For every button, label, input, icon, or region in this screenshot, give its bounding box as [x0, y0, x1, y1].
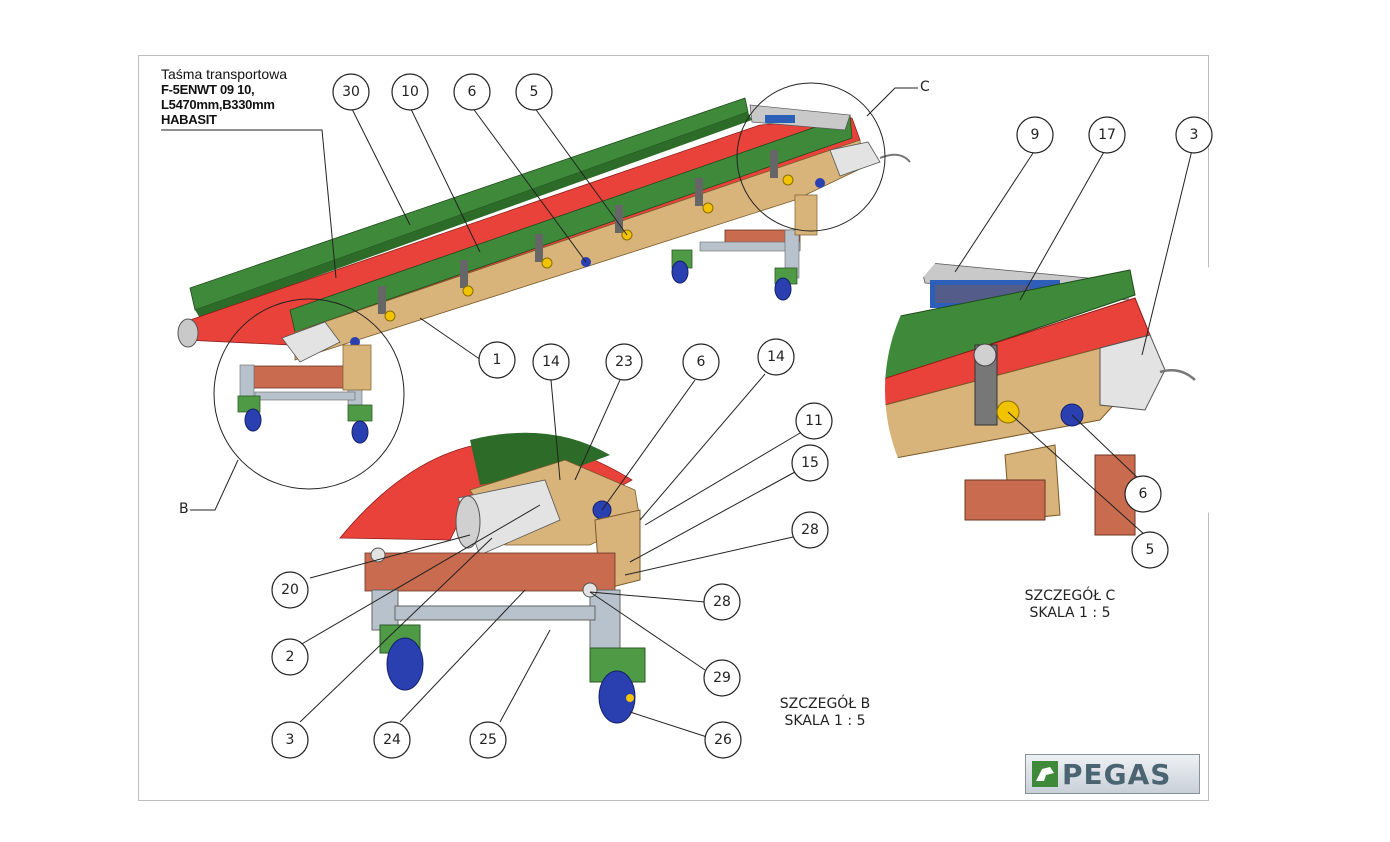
belt-note-title: Taśma transportowa	[161, 66, 288, 82]
balloon-label-detail_c-6: 6	[1139, 486, 1148, 502]
balloon-label-detail_b-26: 26	[714, 732, 732, 748]
detail-b-tag: B	[179, 501, 189, 517]
guide-clamps	[350, 150, 825, 347]
balloon-detail_c-3	[1175, 116, 1213, 154]
balloon-detail_c-17	[1088, 116, 1126, 154]
balloon-detail_b-3	[271, 721, 309, 759]
balloon-detail_b-23	[605, 343, 643, 381]
balloon-detail_b-26	[704, 721, 742, 759]
balloon-detail_b-24	[373, 721, 411, 759]
balloon-main-6	[453, 73, 491, 111]
balloon-detail_b-25	[469, 721, 507, 759]
balloon-label-detail_b-28: 28	[713, 594, 731, 610]
balloon-detail_c-6	[1124, 475, 1162, 513]
detail-b-circle	[213, 298, 405, 490]
belt-note-code: F-5ENWT 09 10,	[161, 82, 255, 97]
balloon-detail_b-11	[795, 402, 833, 440]
balloon-label-detail_b-11: 11	[805, 413, 823, 429]
balloon-main-5	[515, 73, 553, 111]
detail-c-circle	[736, 82, 886, 232]
detail-c-view	[885, 205, 1255, 575]
balloon-label-detail_b-2: 2	[286, 649, 295, 665]
balloon-detail_b-28	[703, 583, 741, 621]
balloon-label-main-6: 6	[468, 84, 477, 100]
balloon-main-1	[478, 341, 516, 379]
balloon-detail_b-2	[271, 638, 309, 676]
balloon-label-detail_c-3: 3	[1190, 127, 1199, 143]
front-leg-frame	[237, 194, 818, 444]
balloon-label-detail_b-15: 15	[801, 455, 819, 471]
detail-b-scale: SKALA 1 : 5	[784, 713, 866, 729]
balloon-label-detail_b-3: 3	[286, 732, 295, 748]
rear-leg-frame	[671, 229, 801, 301]
balloon-label-detail_b-20: 20	[281, 582, 299, 598]
balloon-label-detail_c-17: 17	[1098, 127, 1116, 143]
belt-note-dimensions: L5470mm,B330mm	[161, 97, 275, 112]
balloon-label-main-5: 5	[530, 84, 539, 100]
part-balloons: 30 10 6 5 1 14 23 6 14 11 15 28 28 29 26 25 24 3 2 20 9 17 3 6 5	[271, 73, 1213, 759]
balloon-label-detail_b-24: 24	[383, 732, 401, 748]
pegas-logo-icon	[1032, 761, 1058, 787]
balloon-main-10	[391, 73, 429, 111]
balloon-label-detail_c-5: 5	[1146, 542, 1155, 558]
leader-lines	[299, 106, 1193, 738]
balloon-detail_b-14	[532, 343, 570, 381]
balloon-detail_b-6	[682, 343, 720, 381]
balloon-label-detail_b-29: 29	[713, 670, 731, 686]
balloon-detail_b-15	[791, 444, 829, 482]
balloon-label-detail_b-14: 14	[767, 349, 785, 365]
balloon-label-detail_b-25: 25	[479, 732, 497, 748]
detail-c-tag: C	[920, 79, 930, 95]
pegas-logo-text: PEGAS	[1062, 758, 1172, 791]
balloon-detail_b-20	[271, 571, 309, 609]
main-conveyor-view	[161, 82, 918, 511]
detail-c-title: SZCZEGÓŁ C	[1024, 588, 1116, 604]
balloon-label-detail_b-6: 6	[697, 354, 706, 370]
balloon-label-detail_c-9: 9	[1031, 127, 1040, 143]
balloon-detail_c-5	[1131, 531, 1169, 569]
detail-c-caption: SZCZEGÓŁ C SKALA 1 : 5	[1013, 588, 1127, 622]
balloon-label-main-10: 10	[401, 84, 419, 100]
detail-b-caption: SZCZEGÓŁ B SKALA 1 : 5	[770, 696, 880, 730]
balloon-label-main-1: 1	[493, 352, 502, 368]
detail-b-view	[339, 432, 646, 724]
balloon-detail_c-9	[1016, 116, 1054, 154]
balloon-label-detail_b-28: 28	[801, 522, 819, 538]
balloon-label-detail_b-23: 23	[615, 354, 633, 370]
balloon-main-30	[332, 73, 370, 111]
detail-b-title: SZCZEGÓŁ B	[779, 696, 871, 712]
balloon-detail_b-29	[703, 659, 741, 697]
detail-c-scale: SKALA 1 : 5	[1029, 605, 1111, 621]
balloon-label-main-30: 30	[342, 84, 360, 100]
belt-note-manufacturer: HABASIT	[161, 112, 217, 127]
belt-specification-note: Taśma transportowa F-5ENWT 09 10, L5470m…	[161, 66, 288, 128]
balloon-detail_b-28	[791, 511, 829, 549]
balloon-label-detail_b-14: 14	[542, 354, 560, 370]
balloon-detail_b-14	[757, 338, 795, 376]
pegas-logo: PEGAS	[1025, 754, 1200, 794]
